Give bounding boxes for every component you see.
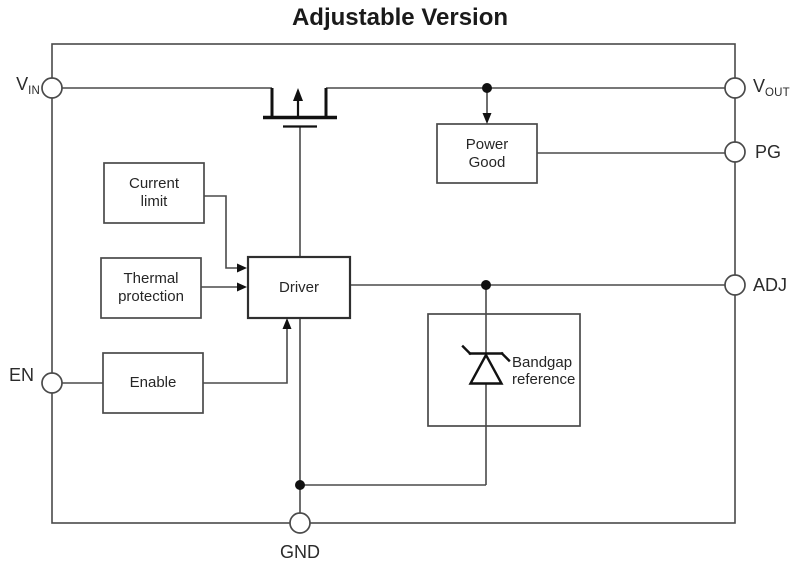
thermal-protection-arrowhead bbox=[237, 282, 247, 292]
pin-label-gnd: GND bbox=[280, 542, 320, 562]
bandgap-reference-label: Bandgap reference bbox=[512, 354, 576, 388]
thermal-protection-label: Thermal protection bbox=[118, 270, 184, 305]
block-enable bbox=[102, 352, 204, 414]
pin-label-en: EN bbox=[8, 365, 34, 385]
pin-label-vin: VIN bbox=[16, 74, 40, 97]
pass-transistor-symbol bbox=[263, 88, 337, 128]
block-bandgap-reference bbox=[427, 313, 581, 427]
block-driver bbox=[246, 255, 352, 320]
enable-arrowhead bbox=[282, 318, 292, 329]
pin-circle-adj bbox=[724, 274, 746, 296]
block-current-limit bbox=[103, 162, 205, 224]
junction-dot-gnd bbox=[295, 480, 305, 490]
pin-circle-gnd bbox=[289, 512, 311, 534]
zener-diode-icon bbox=[461, 344, 511, 385]
enable-driver-wire bbox=[203, 328, 288, 384]
pin-circle-vin bbox=[41, 77, 63, 99]
zener-left-hook bbox=[461, 344, 472, 356]
mosfet-body-arrowhead bbox=[293, 88, 303, 101]
current-limit-label: Current limit bbox=[128, 175, 180, 210]
pin-circle-en bbox=[41, 372, 63, 394]
power-good-label: Power Good bbox=[465, 135, 509, 171]
block-thermal-protection bbox=[100, 257, 202, 319]
enable-label: Enable bbox=[129, 374, 177, 391]
pin-label-vout: VOUT bbox=[753, 76, 790, 99]
current-limit-arrowhead bbox=[237, 263, 247, 273]
zener-anode-triangle bbox=[468, 352, 504, 385]
pin-circle-vout bbox=[724, 77, 746, 99]
powergood-arrowhead bbox=[482, 113, 492, 124]
pin-label-adj: ADJ bbox=[753, 275, 788, 295]
zener-right-hook bbox=[500, 351, 511, 363]
diagram-title: Adjustable Version bbox=[291, 4, 509, 31]
junction-dot-vout bbox=[482, 83, 492, 93]
pin-label-pg: PG bbox=[755, 142, 782, 162]
pin-circle-pg bbox=[724, 141, 746, 163]
driver-label: Driver bbox=[279, 278, 319, 296]
junction-dot-adj bbox=[481, 280, 491, 290]
current-limit-wire bbox=[204, 195, 238, 269]
